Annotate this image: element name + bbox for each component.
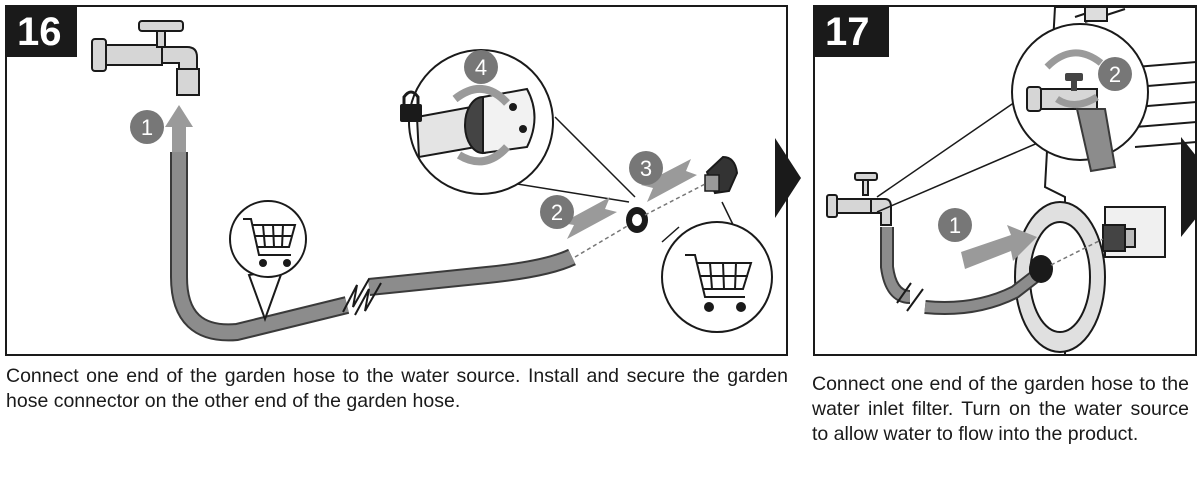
lock-icon	[400, 90, 422, 122]
shopping-cart-icon	[661, 201, 773, 333]
callout-2: 2	[540, 195, 574, 229]
svg-text:2: 2	[1109, 62, 1121, 87]
guide-lines	[574, 182, 708, 258]
step-16-illustration: 1 2 3 4	[91, 20, 773, 342]
push-arrow-icon	[961, 225, 1037, 269]
svg-text:3: 3	[640, 156, 652, 181]
svg-text:1: 1	[141, 115, 153, 140]
push-arrow-icon	[562, 159, 697, 239]
guide-line	[1050, 238, 1104, 266]
svg-text:4: 4	[475, 55, 487, 80]
faucet-icon	[826, 172, 892, 226]
garden-hose	[880, 227, 1042, 315]
callout-1: 1	[130, 110, 164, 144]
rotate-arrow-icon	[452, 84, 510, 166]
step-17-panel: 17	[813, 5, 1197, 356]
rotate-arrow-icon	[1044, 49, 1104, 108]
shopping-cart-icon	[229, 200, 307, 322]
next-step-arrow-icon	[1181, 137, 1195, 237]
hose-connector	[626, 155, 739, 233]
next-step-arrow-icon	[775, 138, 801, 218]
step-16-caption: Connect one end of the garden hose to th…	[6, 365, 788, 412]
callout-1: 1	[938, 208, 972, 242]
step-17-caption: Connect one end of the garden hose to th…	[812, 373, 1189, 445]
water-inlet-filter	[1102, 224, 1136, 252]
step-number-badge: 17	[815, 7, 889, 57]
push-arrow-icon	[165, 105, 193, 153]
step-16-panel: 16	[5, 5, 788, 356]
callout-2: 2	[1098, 57, 1132, 91]
faucet-icon	[91, 20, 200, 96]
garden-hose	[170, 152, 576, 342]
connector-zoom-detail	[408, 49, 636, 203]
svg-text:2: 2	[551, 200, 563, 225]
step-number-badge: 16	[7, 7, 77, 57]
callout-4: 4	[464, 50, 498, 84]
callout-3: 3	[629, 151, 663, 185]
hose-connector	[1029, 255, 1053, 283]
svg-text:1: 1	[949, 213, 961, 238]
step-17-illustration: 1 2	[826, 7, 1195, 354]
